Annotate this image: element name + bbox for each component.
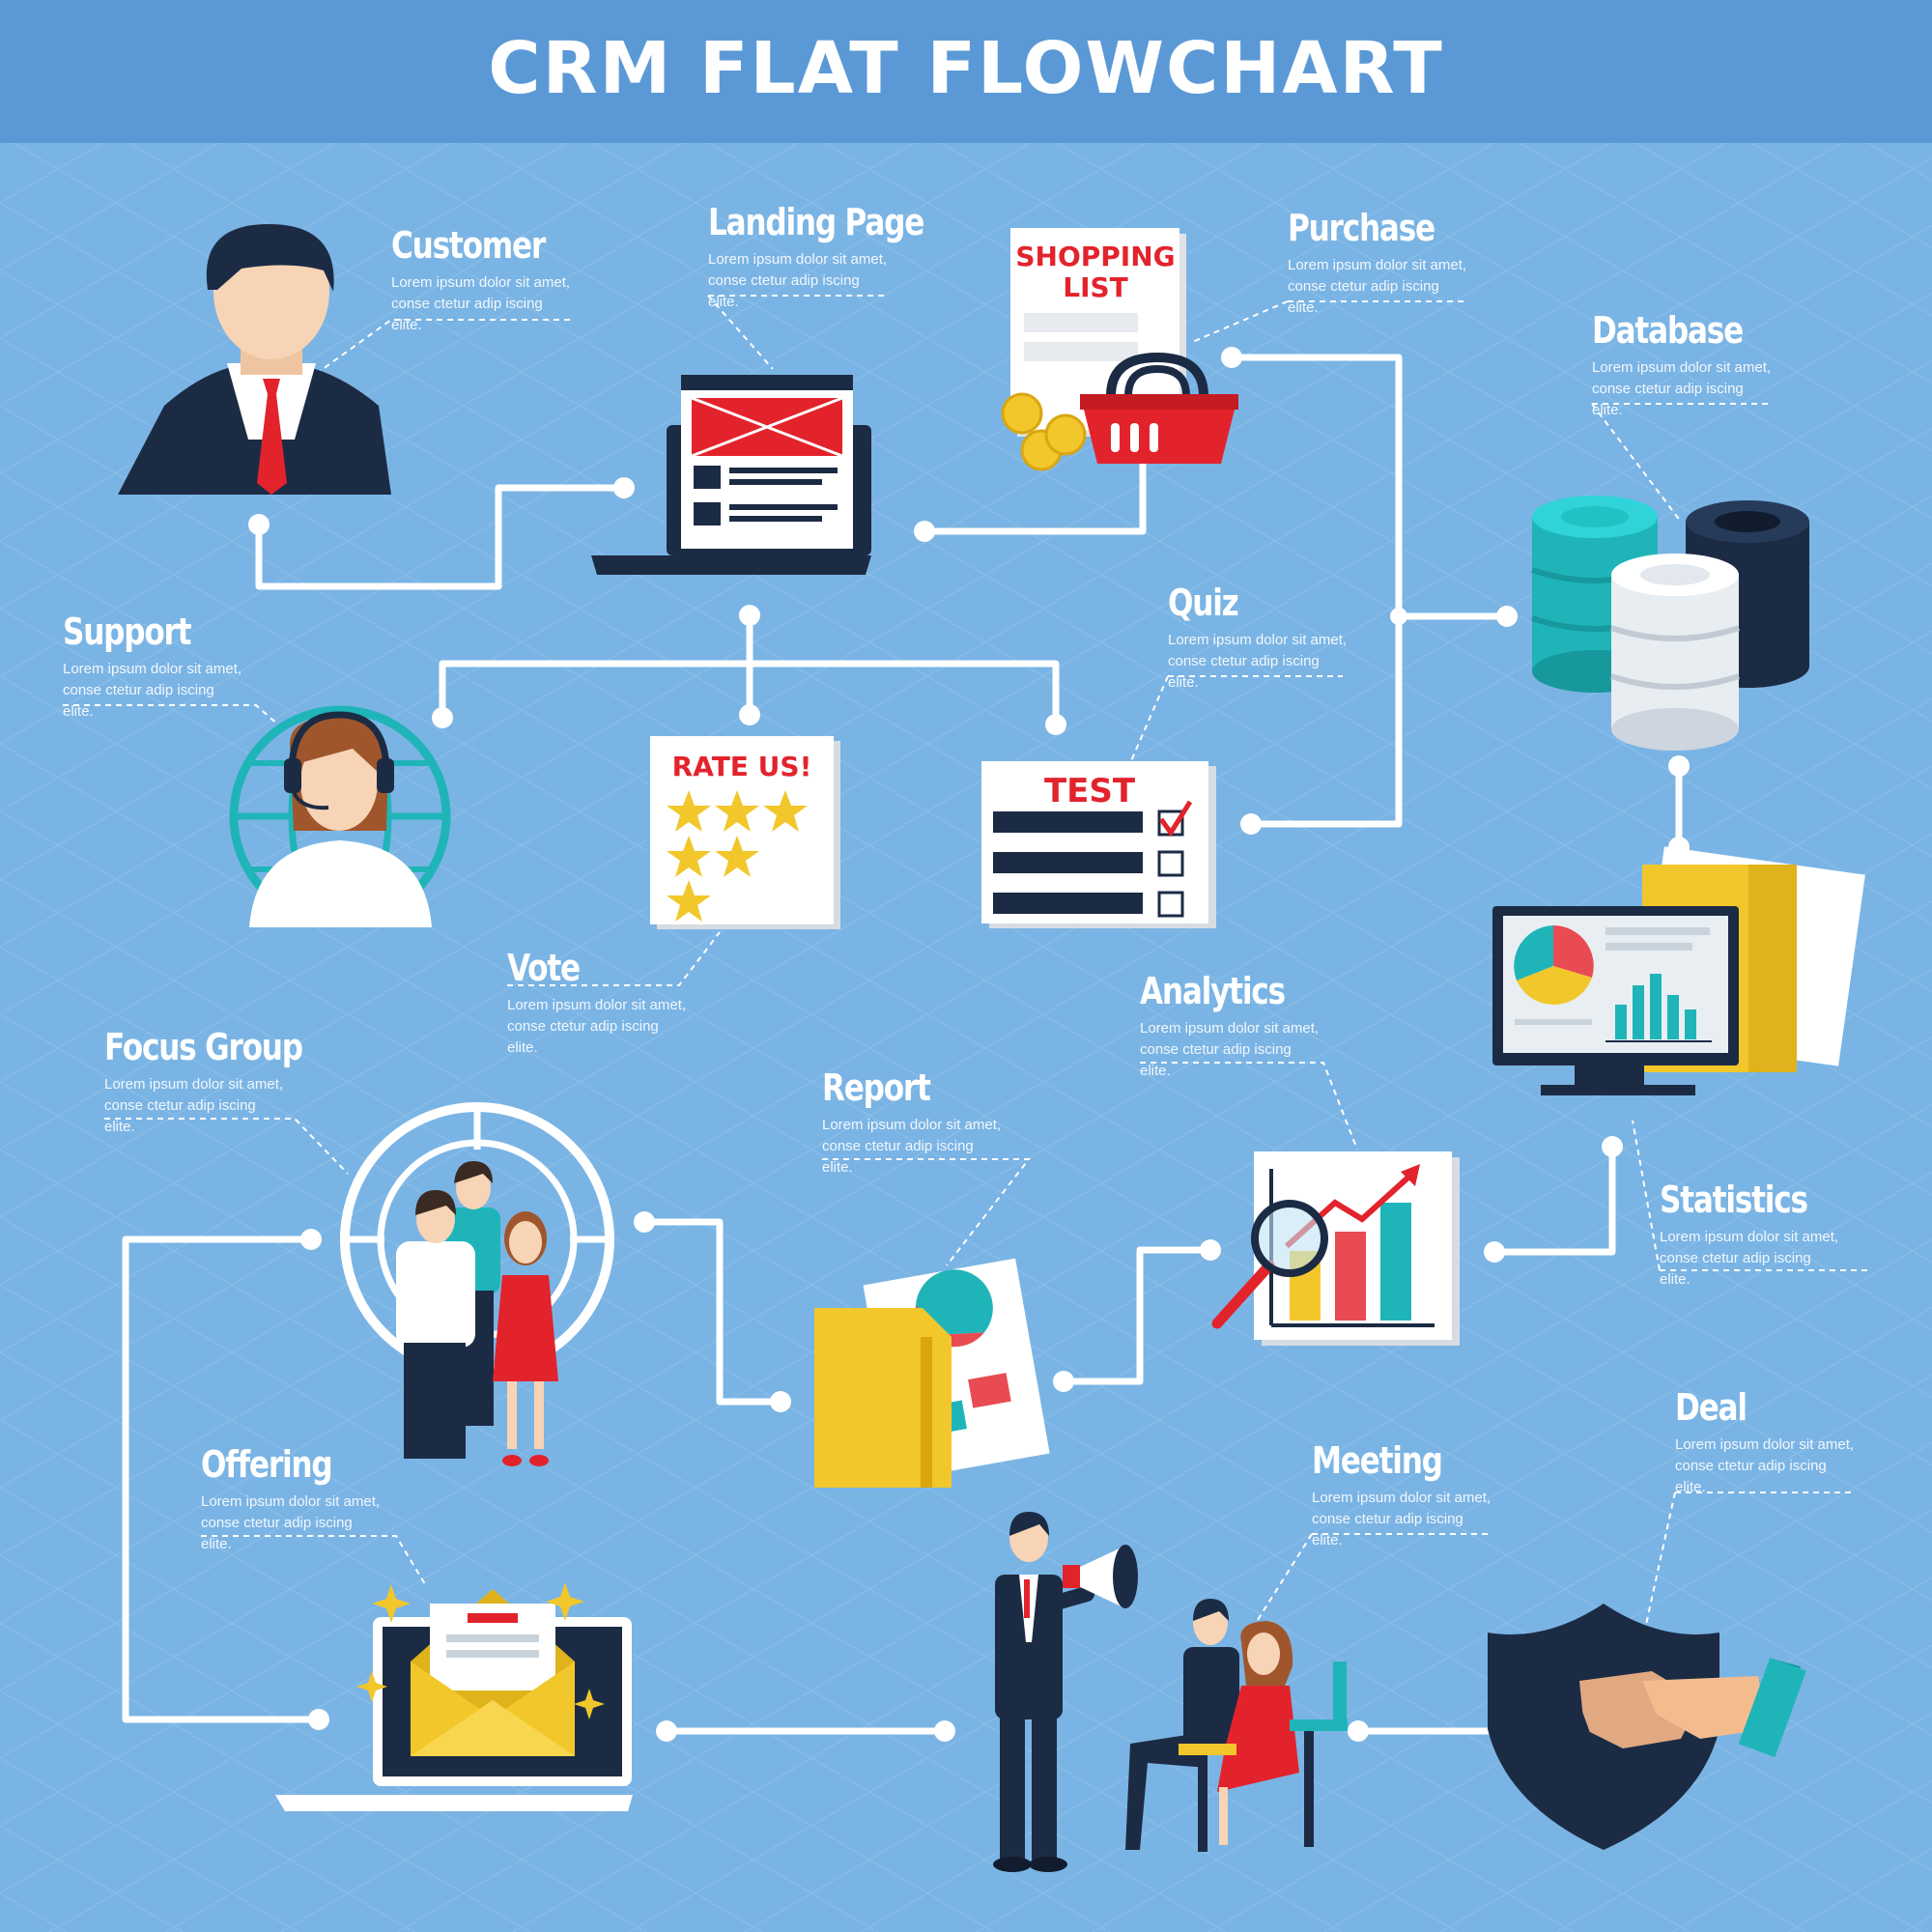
label-focus-group-text: Lorem ipsum dolor sit amet, conse ctetur… — [104, 1076, 284, 1135]
label-deal: Deal Lorem ipsum dolor sit amet, conse c… — [1675, 1386, 1859, 1498]
label-offering-title: Offering — [201, 1443, 333, 1486]
connector-purchase-database — [1228, 354, 1403, 828]
email-laptop-icon — [275, 1582, 633, 1811]
shopping-list-line1: SHOPPING — [1015, 241, 1175, 272]
label-analytics: Analytics Lorem ipsum dolor sit amet, co… — [1140, 970, 1323, 1082]
label-customer: Customer Lorem ipsum dolor sit amet, con… — [391, 224, 579, 336]
label-report: Report Lorem ipsum dolor sit amet, conse… — [822, 1066, 1006, 1179]
label-offering: Offering Lorem ipsum dolor sit amet, con… — [201, 1443, 384, 1555]
label-focus-group-title: Focus Group — [104, 1026, 303, 1068]
label-vote-text: Lorem ipsum dolor sit amet, conse ctetur… — [507, 997, 687, 1056]
label-database-text: Lorem ipsum dolor sit amet, conse ctetur… — [1592, 359, 1772, 418]
label-deal-title: Deal — [1675, 1386, 1747, 1429]
label-offering-text: Lorem ipsum dolor sit amet, conse ctetur… — [201, 1493, 381, 1552]
label-focus-group: Focus Group Lorem ipsum dolor sit amet, … — [104, 1026, 346, 1138]
page-title: CRM FLAT FLOWCHART — [488, 27, 1444, 110]
laptop-webpage-icon — [591, 375, 871, 575]
label-vote: Vote Lorem ipsum dolor sit amet, conse c… — [507, 947, 691, 1059]
label-analytics-text: Lorem ipsum dolor sit amet, conse ctetur… — [1140, 1020, 1320, 1079]
label-customer-text: Lorem ipsum dolor sit amet, conse ctetur… — [391, 274, 571, 333]
label-statistics-title: Statistics — [1660, 1179, 1808, 1221]
shopping-list-line2: LIST — [1063, 271, 1128, 303]
label-landing-page-title: Landing Page — [708, 201, 924, 243]
label-support-title: Support — [63, 611, 192, 653]
label-analytics-title: Analytics — [1140, 970, 1286, 1012]
label-purchase-title: Purchase — [1288, 207, 1435, 249]
label-database: Database Lorem ipsum dolor sit amet, con… — [1592, 309, 1776, 421]
label-statistics-text: Lorem ipsum dolor sit amet, conse ctetur… — [1660, 1229, 1839, 1288]
label-vote-title: Vote — [507, 947, 581, 989]
handshake-shield-icon — [1488, 1604, 1806, 1850]
connector-statistics-analytics — [1491, 1143, 1616, 1256]
label-report-title: Report — [822, 1066, 931, 1109]
connector-landing-purchase — [921, 448, 1147, 535]
connector-report-focus — [640, 1218, 784, 1406]
test-sheet-icon: TEST — [981, 761, 1216, 928]
label-meeting-title: Meeting — [1312, 1439, 1443, 1482]
connector-customer-landing — [255, 484, 628, 590]
rate-us-stars-icon: RATE US! — [650, 736, 840, 929]
header-bar — [0, 0, 1932, 143]
test-text: TEST — [1044, 772, 1136, 810]
label-landing-page-text: Lorem ipsum dolor sit amet, conse ctetur… — [708, 251, 888, 310]
meeting-megaphone-icon — [993, 1512, 1348, 1872]
label-database-title: Database — [1592, 309, 1744, 352]
monitor-statistics-icon — [1492, 846, 1865, 1095]
label-purchase-text: Lorem ipsum dolor sit amet, conse ctetur… — [1288, 257, 1467, 316]
label-support-text: Lorem ipsum dolor sit amet, conse ctetur… — [63, 661, 242, 720]
label-purchase: Purchase Lorem ipsum dolor sit amet, con… — [1288, 207, 1471, 319]
label-leaders — [63, 295, 1869, 1643]
support-operator-icon — [229, 705, 451, 927]
businessman-icon — [118, 224, 391, 495]
connector-analytics-report — [1060, 1246, 1214, 1385]
label-support: Support Lorem ipsum dolor sit amet, cons… — [63, 611, 246, 723]
label-statistics: Statistics Lorem ipsum dolor sit amet, c… — [1660, 1179, 1843, 1291]
label-meeting-text: Lorem ipsum dolor sit amet, conse ctetur… — [1312, 1490, 1492, 1548]
database-cylinders-icon — [1531, 496, 1809, 751]
report-folder-icon — [814, 1258, 1050, 1488]
rate-us-text: RATE US! — [672, 751, 812, 782]
label-customer-title: Customer — [391, 224, 546, 267]
label-deal-text: Lorem ipsum dolor sit amet, conse ctetur… — [1675, 1436, 1855, 1495]
label-quiz: Quiz Lorem ipsum dolor sit amet, conse c… — [1168, 582, 1351, 694]
shopping-basket-icon: SHOPPING LIST — [1001, 228, 1238, 471]
target-group-icon — [340, 1102, 614, 1466]
connector-focus-offering — [122, 1236, 323, 1723]
label-meeting: Meeting Lorem ipsum dolor sit amet, cons… — [1312, 1439, 1495, 1551]
label-quiz-title: Quiz — [1168, 582, 1239, 624]
label-quiz-text: Lorem ipsum dolor sit amet, conse ctetur… — [1168, 632, 1348, 691]
bar-chart-magnifier-icon — [1211, 1151, 1460, 1346]
label-report-text: Lorem ipsum dolor sit amet, conse ctetur… — [822, 1117, 1002, 1176]
label-landing-page: Landing Page Lorem ipsum dolor sit amet,… — [708, 201, 971, 313]
